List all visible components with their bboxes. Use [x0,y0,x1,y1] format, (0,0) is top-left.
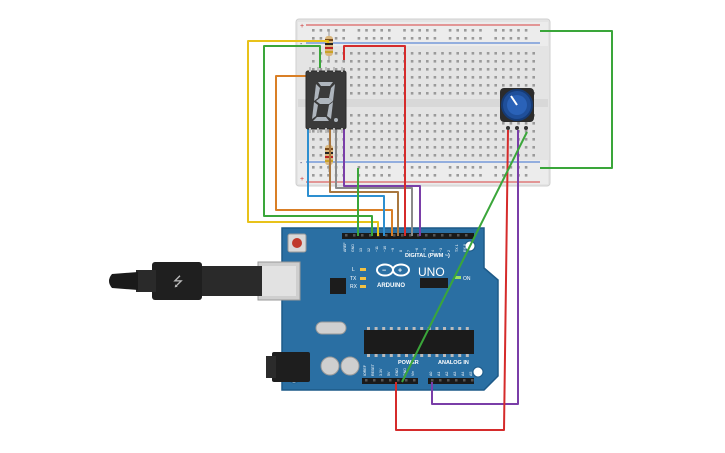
breadboard[interactable]: + - - + [295,18,551,187]
pin-label: 7 [407,250,411,252]
arduino-logo: − + [376,263,410,277]
pin-label: ~6 [415,248,419,252]
wire-red-pot [395,129,509,431]
pin-label: ~9 [391,248,395,252]
rail-plus-top: + [300,23,304,30]
wire-red-top [343,45,406,236]
wire-green-pot [401,131,528,383]
wire-brown [329,124,399,236]
pin-label: 4 [431,250,435,252]
pin-label: ~5 [423,248,427,252]
arduino-uno-board[interactable]: L TX RX ON − + ARDUINO UNO DIGITAL (PWM … [257,227,499,391]
tx-led [360,277,366,280]
pin-label: GND [403,368,407,376]
digital-pin-labels: AREF GND 13 12 ~11 ~10 ~9 8 7 ~6 ~5 4 ~3 2 TX 1 RX 0 [343,234,468,252]
power-header-label: POWER [398,360,419,366]
analog-header[interactable] [428,378,474,384]
wire-purple-pot [431,130,519,405]
wire-blue [307,120,385,236]
pin-label: 2 [447,250,451,252]
chip-pins [367,327,469,357]
wire-purple-display [343,120,421,236]
usb-symbol-icon: ⭍ [173,274,184,289]
pin-label: TX 1 [455,244,459,252]
usb-cable[interactable]: ⭍ [109,262,262,300]
atmega-chip [364,330,474,354]
l-led [360,268,366,271]
brand-label: ARDUINO [377,283,405,289]
rx-led [360,285,366,288]
power-jack [272,352,310,382]
pin-label: ~10 [383,246,387,252]
digital-header-label: DIGITAL (PWM ~) [405,253,450,259]
wire-orange [275,75,393,236]
pin-label: A0 [429,372,433,376]
pin-label: GND [395,368,399,376]
on-label: ON [463,276,471,282]
rail-plus-bottom: + [300,176,304,183]
wire-gray [335,124,413,236]
pin-label: AREF [343,242,347,252]
pin-label: RX 0 [463,244,467,252]
pin-label: 13 [359,248,363,252]
power-pin-labels: IOREF RESET 3.3V 5V GND GND Vin [363,363,416,382]
analog-pin-labels: A0 A1 A2 A3 A4 A5 [429,372,474,382]
rail-minus-top: - [300,41,303,48]
pin-label: GND [351,244,355,252]
pin-label: A3 [453,372,457,376]
pin-label: 8 [399,250,403,252]
wire-green-rail [540,30,613,169]
pin-label: ~11 [375,246,379,252]
pin-label: ~3 [439,248,443,252]
pin-label: 5V [387,371,391,376]
wires[interactable] [247,30,613,431]
tx-label: TX [350,276,357,282]
wire-green-left [263,45,373,236]
model-label: UNO [418,265,445,279]
rx-label: RX [350,284,358,290]
pin-label: A1 [437,372,441,376]
pin-label: A2 [445,372,449,376]
pin-label: 12 [367,248,371,252]
pin-label: RESET [371,363,375,376]
pin-label: IOREF [363,364,367,376]
analog-header-label: ANALOG IN [438,360,469,366]
wire-yellow [247,40,379,236]
digital-header[interactable] [342,233,474,239]
seven-segment-display[interactable]: 8 [0,0,347,133]
svg-text:+: + [398,268,402,275]
pin-label: Vin [411,371,415,376]
on-led [455,276,461,279]
pin-label: A4 [461,372,465,376]
pin-label: 3.3V [379,368,383,376]
pin-label: A5 [469,372,473,376]
l-label: L [352,267,355,273]
potentiometer[interactable] [500,88,534,130]
rail-minus-bottom: - [300,160,303,167]
svg-text:−: − [382,268,386,275]
